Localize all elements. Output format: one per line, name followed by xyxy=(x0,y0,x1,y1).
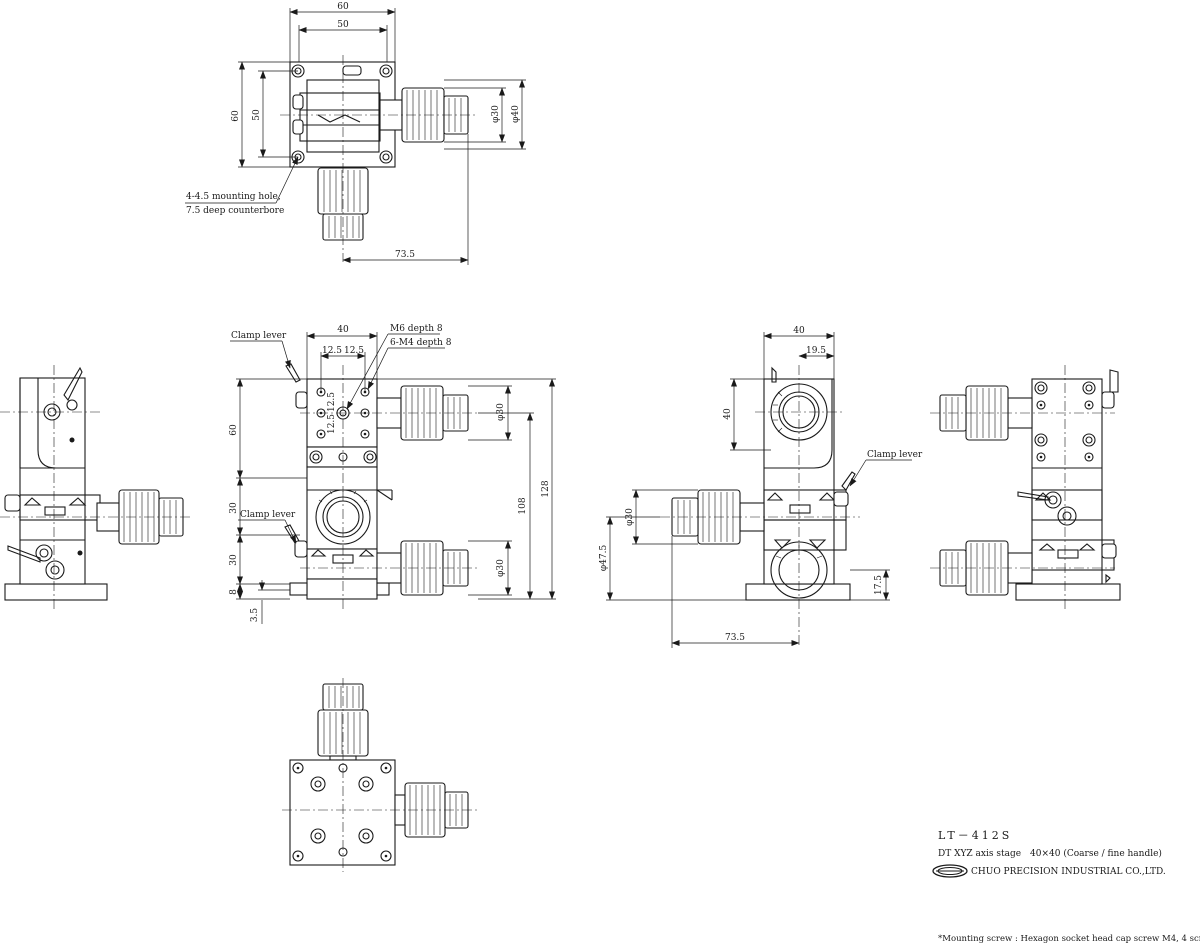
dim-top-width-60: 60 xyxy=(337,2,349,12)
dim-front-12-5-d: 12.5 xyxy=(327,414,337,434)
dim-side-phi47-5: φ47.5 xyxy=(599,545,609,572)
dim-front-12-5-a: 12.5 xyxy=(322,346,342,356)
dim-side-19-5: 19.5 xyxy=(806,346,826,356)
callout-mounting-hole-line2: 7.5 deep counterbore xyxy=(186,206,284,216)
dim-side-17-5: 17.5 xyxy=(874,575,884,595)
dim-top-phi30: φ30 xyxy=(491,105,501,123)
dim-front-30-a: 30 xyxy=(229,502,239,514)
dim-front-60: 60 xyxy=(229,424,239,436)
callout-clamp-lever-front-top: Clamp lever xyxy=(231,331,287,341)
dim-front-8: 8 xyxy=(229,589,239,595)
dim-side-40-w: 40 xyxy=(793,326,805,336)
dim-top-73-5: 73.5 xyxy=(395,250,415,260)
dim-front-128: 128 xyxy=(541,480,551,497)
footnote: *Mounting screw : Hexagon socket head ca… xyxy=(938,934,1200,944)
dim-front-30-b: 30 xyxy=(229,554,239,566)
bottom-view xyxy=(282,678,478,872)
dim-front-3-5: 3.5 xyxy=(250,608,260,623)
callout-clamp-lever-front-mid: Clamp lever xyxy=(240,510,296,520)
dim-front-108: 108 xyxy=(518,497,528,514)
callout-m6-depth: M6 depth 8 xyxy=(390,324,443,334)
right-view xyxy=(930,365,1121,610)
dim-top-height-60: 60 xyxy=(231,110,241,122)
dim-front-12-5-b: 12.5 xyxy=(344,346,364,356)
front-view: 40 12.5 12.5 12.5 12.5 60 30 30 8 3.5 φ3… xyxy=(229,324,556,624)
side-view: 40 19.5 40 φ30 φ47.5 17.5 73.5 Clamp lev… xyxy=(599,326,923,648)
callout-clamp-lever-side: Clamp lever xyxy=(867,450,923,460)
dim-top-height-50: 50 xyxy=(252,109,262,121)
dim-front-phi30-b: φ30 xyxy=(496,559,506,577)
callout-m4-depth: 6-M4 depth 8 xyxy=(390,338,452,348)
top-view: 60 50 60 50 φ30 φ40 73.5 4-4.5 mounting … xyxy=(185,2,526,265)
company-name: CHUO PRECISION INDUSTRIAL CO.,LTD. xyxy=(971,867,1166,877)
model-description: DT XYZ axis stage 40×40 (Coarse / fine h… xyxy=(938,848,1162,859)
chuo-logo-icon xyxy=(932,864,968,878)
dim-front-12-5-c: 12.5 xyxy=(327,392,337,412)
model-number: LT－412S xyxy=(938,829,1012,842)
left-view xyxy=(0,365,190,610)
title-block: LT－412S DT XYZ axis stage 40×40 (Coarse … xyxy=(932,829,1200,944)
dim-front-phi30-a: φ30 xyxy=(496,403,506,421)
dim-front-40: 40 xyxy=(337,325,349,335)
dim-top-phi40: φ40 xyxy=(511,105,521,123)
dim-side-40-h: 40 xyxy=(723,408,733,420)
dim-top-width-50: 50 xyxy=(337,20,349,30)
callout-mounting-hole-line1: 4-4.5 mounting hole, xyxy=(186,192,281,202)
dim-side-73-5: 73.5 xyxy=(725,633,745,643)
